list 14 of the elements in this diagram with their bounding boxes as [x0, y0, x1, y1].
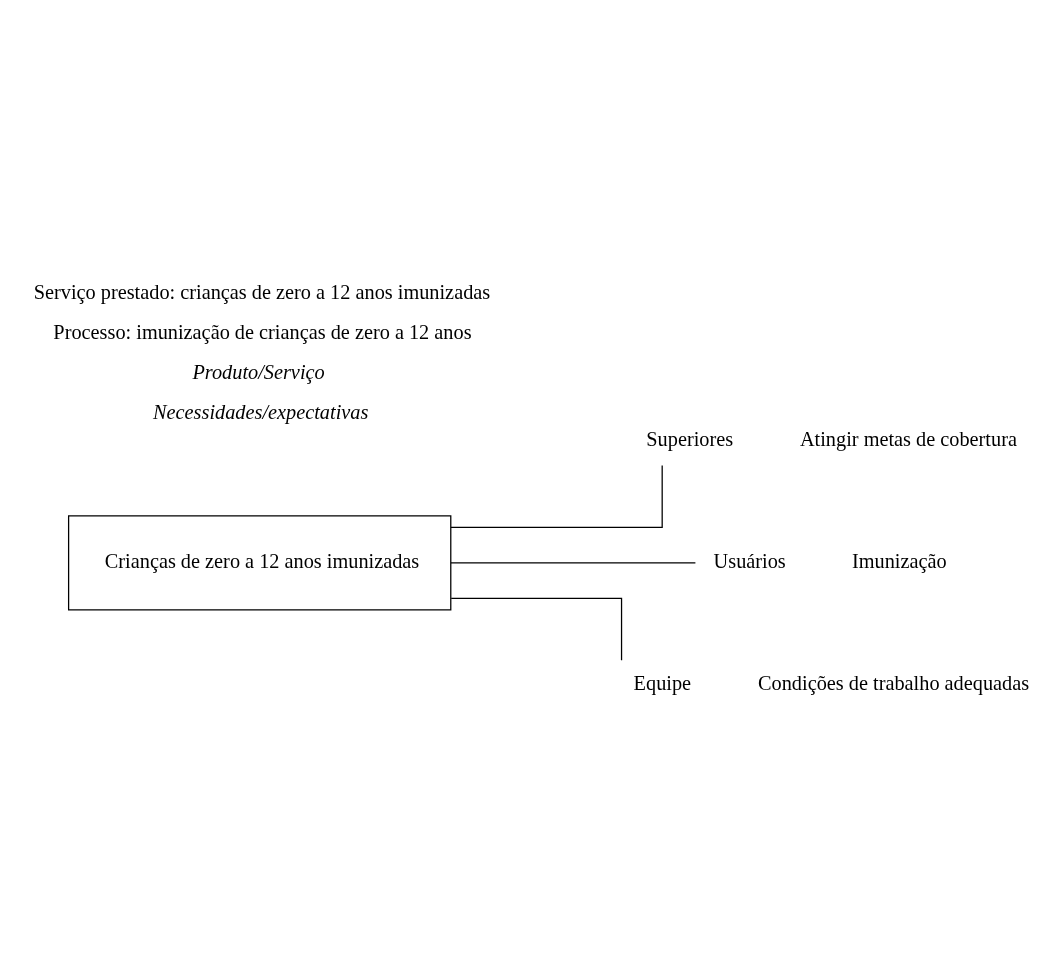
label: Serviço prestado: crianças de zero a 12 anos imunizadas — [33, 280, 491, 303]
connector — [450, 561, 697, 564]
connector — [450, 597, 623, 661]
node-label: Condições de trabalho adequadas — [758, 671, 1030, 694]
label: Produto/Serviço — [192, 360, 325, 383]
node-box: Crianças de zero a 12 anos imunizadas — [67, 514, 452, 611]
node-text: Equipe — [633, 671, 692, 694]
node-text: Usuários — [713, 549, 786, 572]
connector — [450, 464, 663, 528]
label: Necessidades/expectativas — [153, 400, 369, 423]
node-text: Superiores — [646, 427, 734, 450]
node-label: Atingir metas de cobertura — [799, 427, 1017, 450]
label: Processo: imunização de crianças de zero a 12 anos — [53, 320, 472, 343]
node-label: Imunização — [851, 549, 947, 572]
